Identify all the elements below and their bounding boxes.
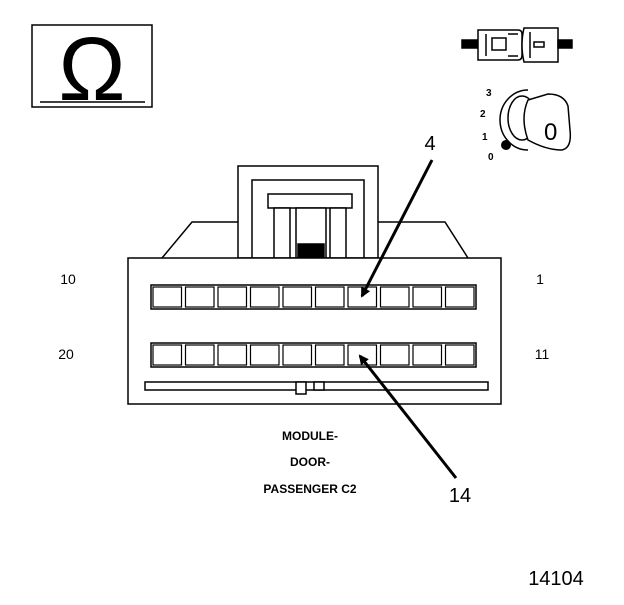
pin-label-1: 1 [536,271,544,287]
connector-housing [127,257,502,405]
cavity-row-top [150,284,477,310]
connector-cavity-9 [184,286,215,308]
connector-cavity-5 [314,286,345,308]
ignition-pointer-icon [501,140,511,150]
ohm-symbol-icon: Ω [58,20,125,120]
connector-cavity-18 [217,344,248,366]
connector-label-line-1: MODULE- [282,429,338,443]
connector-cavity-7 [249,286,280,308]
connector-cavity-4 [347,286,378,308]
pin-label-20: 20 [58,346,74,362]
callout-arrow-4 [360,159,434,298]
connector-cavity-19 [184,344,215,366]
ignition-key-label: 0 [544,119,557,146]
connector-label-line-2: DOOR- [290,455,330,469]
connector-cavity-6 [282,286,313,308]
figure-number: 14104 [528,568,584,590]
connector-cavity-20 [152,344,183,366]
connector-cavity-2 [412,286,443,308]
connector-label-line-3: PASSENGER C2 [263,482,356,496]
cavity-row-bottom [150,342,477,368]
connector-cavity-14 [347,344,378,366]
callout-arrow-14 [358,354,458,479]
ignition-key-icon [523,93,572,151]
connector-cavity-11 [444,344,475,366]
connector-cavity-3 [379,286,410,308]
connector-cavity-8 [217,286,248,308]
ignition-position-0: 0 [488,152,494,163]
ignition-switch-icon: 3 2 1 0 0 [480,88,572,163]
connector-cavity-16 [282,344,313,366]
ignition-position-3: 3 [486,88,492,99]
callout-label-14: 14 [449,485,471,507]
connector-cavity-10 [152,286,183,308]
connector-cavity-1 [444,286,475,308]
connector-cavity-17 [249,344,280,366]
ohmmeter-symbol: Ω [31,20,153,120]
connector-cavity-15 [314,344,345,366]
callout-label-4: 4 [424,133,435,155]
connector-cavity-13 [379,344,410,366]
connector-plug-icon [461,27,573,63]
ignition-position-1: 1 [482,132,488,143]
connector-cavity-12 [412,344,443,366]
connector-latch [267,193,353,209]
connector-body [127,165,502,405]
ignition-position-2: 2 [480,109,486,120]
symbol-frame [31,24,153,108]
pin-label-11: 11 [535,346,550,362]
pin-label-10: 10 [60,271,76,287]
